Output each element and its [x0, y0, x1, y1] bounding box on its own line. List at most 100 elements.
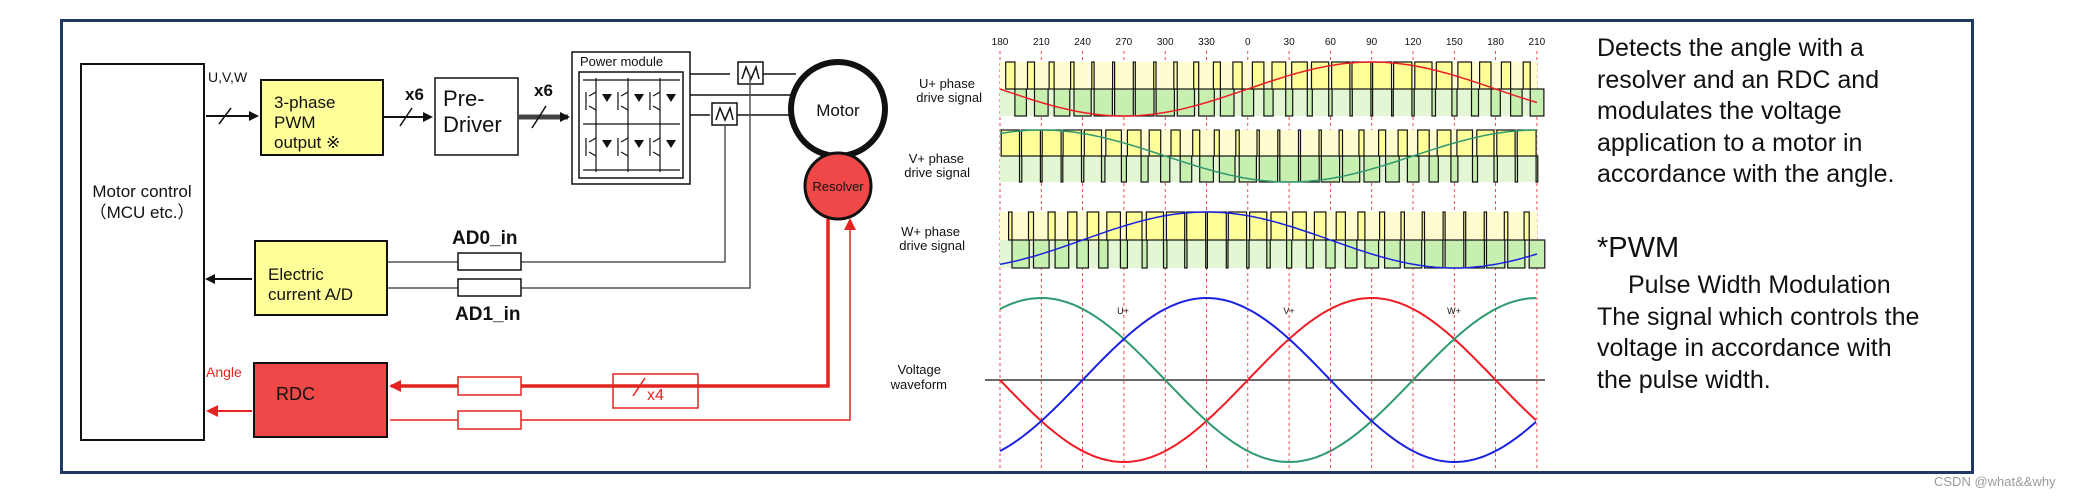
pwm-pulse-low: [1100, 155, 1106, 183]
pwm-pulse-low: [1423, 239, 1444, 269]
v-signal-label-2: drive signal: [904, 165, 970, 180]
pwm-pulse-low: [1120, 155, 1128, 183]
predriver-line-2: Driver: [443, 112, 502, 137]
resolver-excitation-line: [390, 218, 856, 421]
pwm-pulse-high: [1186, 211, 1207, 241]
pwm-subtitle: Pulse Width Modulation: [1628, 271, 1891, 299]
pwm-pulse-low: [1444, 239, 1465, 269]
w-voltage-line: [999, 297, 1537, 463]
angle-label: Angle: [206, 364, 242, 380]
pwm-pulse-low: [1238, 155, 1257, 183]
pwm-pulse-high: [1338, 129, 1344, 157]
pwm-pulse-high: [1330, 61, 1351, 90]
pwm-pulse-high: [1313, 211, 1327, 241]
ad0-resistor: [457, 252, 522, 271]
pwm-pulse-high: [1165, 211, 1186, 241]
pwm-pulse-low: [1507, 239, 1526, 269]
transistor-bridge: [583, 78, 680, 172]
pwm-pulse-high: [1457, 61, 1473, 90]
pwm-pulse-low: [1039, 155, 1043, 183]
pwm-pulse-low: [1328, 88, 1333, 117]
rdc-resistor-2: [457, 410, 522, 430]
pwm-pulse-high: [1435, 61, 1453, 90]
pwm-pulse-low: [1054, 239, 1070, 269]
pwm-pulse-low: [1205, 239, 1208, 269]
pwm-pulse-low: [1535, 155, 1539, 183]
pwm-pulse-high: [1005, 61, 1016, 90]
pwm-pulse-high: [1212, 61, 1222, 90]
angle-grid-lines: [999, 51, 1538, 470]
x6-slash-a: [399, 107, 413, 127]
pwm-pulse-high: [1516, 129, 1537, 157]
pwm-pulse-high: [1126, 129, 1142, 157]
pwm-pulse-low: [1279, 155, 1300, 183]
pwm-pulse-low: [1176, 88, 1196, 117]
angle-label: 90: [1366, 37, 1378, 48]
voltage-label-1: Voltage: [898, 362, 941, 377]
pwm-pulse-low: [1018, 155, 1023, 183]
resolver-signal-line: [389, 219, 830, 392]
pwm-pulse-high: [1400, 211, 1406, 241]
rdc-resistor-1: [457, 376, 522, 396]
block-diagram: Motor control （MCU etc.） U,V,W 3-phase P…: [80, 51, 888, 441]
pwm-pulse-low: [1080, 155, 1085, 183]
x6-label-b: x6: [534, 81, 553, 100]
pwm-pulse-high: [1377, 129, 1387, 157]
pwm-pulse-high: [1297, 129, 1302, 157]
pwm-pulse-low: [1113, 88, 1134, 117]
pwm-pulse-high: [1251, 61, 1265, 90]
pwm-pulse-low: [1306, 88, 1313, 117]
pwm-line: the pulse width.: [1597, 365, 1771, 394]
pwm-pulse-low: [1485, 239, 1506, 269]
pwm-pulse-high: [1358, 129, 1365, 157]
pwm-pulse-low: [1140, 155, 1149, 183]
pwm-pulse-low: [1219, 88, 1235, 117]
pwm-pulse-high: [1026, 61, 1036, 90]
pwm-pulse-low: [1076, 239, 1090, 269]
u-drive-signal: [999, 61, 1545, 117]
pwm-pulse-high: [1397, 129, 1408, 157]
description-line: application to a motor in: [1597, 128, 1863, 157]
pwm-pulse-high: [1170, 129, 1181, 157]
pwm-pulse-high: [1105, 129, 1123, 157]
current-sensor-2: [711, 102, 738, 126]
angle-label: 180: [992, 37, 1009, 48]
uvw-bus-slash: [218, 107, 232, 125]
pwm-pulse-low: [1225, 239, 1229, 269]
current-ad-line-2: current A/D: [268, 285, 353, 304]
pwm-pulse-high: [1291, 61, 1308, 90]
pwm-text: Pulse Width Modulation The signal which …: [1597, 270, 1967, 396]
pwm-pulse-low: [1465, 239, 1485, 269]
pwm-pulse-high: [1027, 211, 1035, 241]
angle-label: 60: [1325, 37, 1337, 48]
pwm-pulse-low: [1320, 155, 1341, 183]
resolver: [803, 151, 873, 221]
ad1-resistor: [457, 278, 522, 297]
pwm-pulse-high: [1351, 61, 1372, 90]
pwm-pulse-high: [1007, 211, 1013, 241]
pwm-pulse-high: [1483, 211, 1488, 241]
ad1-feedback-line: [260, 75, 751, 293]
mcu-block: [80, 63, 205, 441]
v-voltage-line: [999, 297, 1537, 463]
pwm-pulse-high: [1523, 211, 1530, 241]
pwm-pulse-high: [1232, 61, 1243, 90]
pwm-line-3: output ※: [274, 133, 340, 152]
pwm-pulse-high: [1206, 211, 1227, 241]
pwm-pulse-low: [1098, 239, 1109, 269]
angle-label: 330: [1198, 37, 1215, 48]
v-phase-label: V+: [1283, 306, 1294, 316]
angle-label: 270: [1116, 37, 1133, 48]
pwm-pulse-high: [1417, 129, 1430, 157]
pwm-pulse-high: [1357, 211, 1366, 241]
pwm-pulse-high: [1436, 129, 1452, 157]
description: Detects the angle with a resolver and an…: [1597, 33, 1967, 191]
pwm-pulse-low: [1285, 239, 1293, 269]
pwm-pulse-low: [1299, 155, 1320, 183]
signal-top-band: [1000, 212, 1537, 240]
resolver-label: Resolver: [812, 179, 864, 194]
description-line: resolver and an RDC and: [1597, 65, 1880, 94]
pwm-pulse-high: [1111, 61, 1116, 90]
